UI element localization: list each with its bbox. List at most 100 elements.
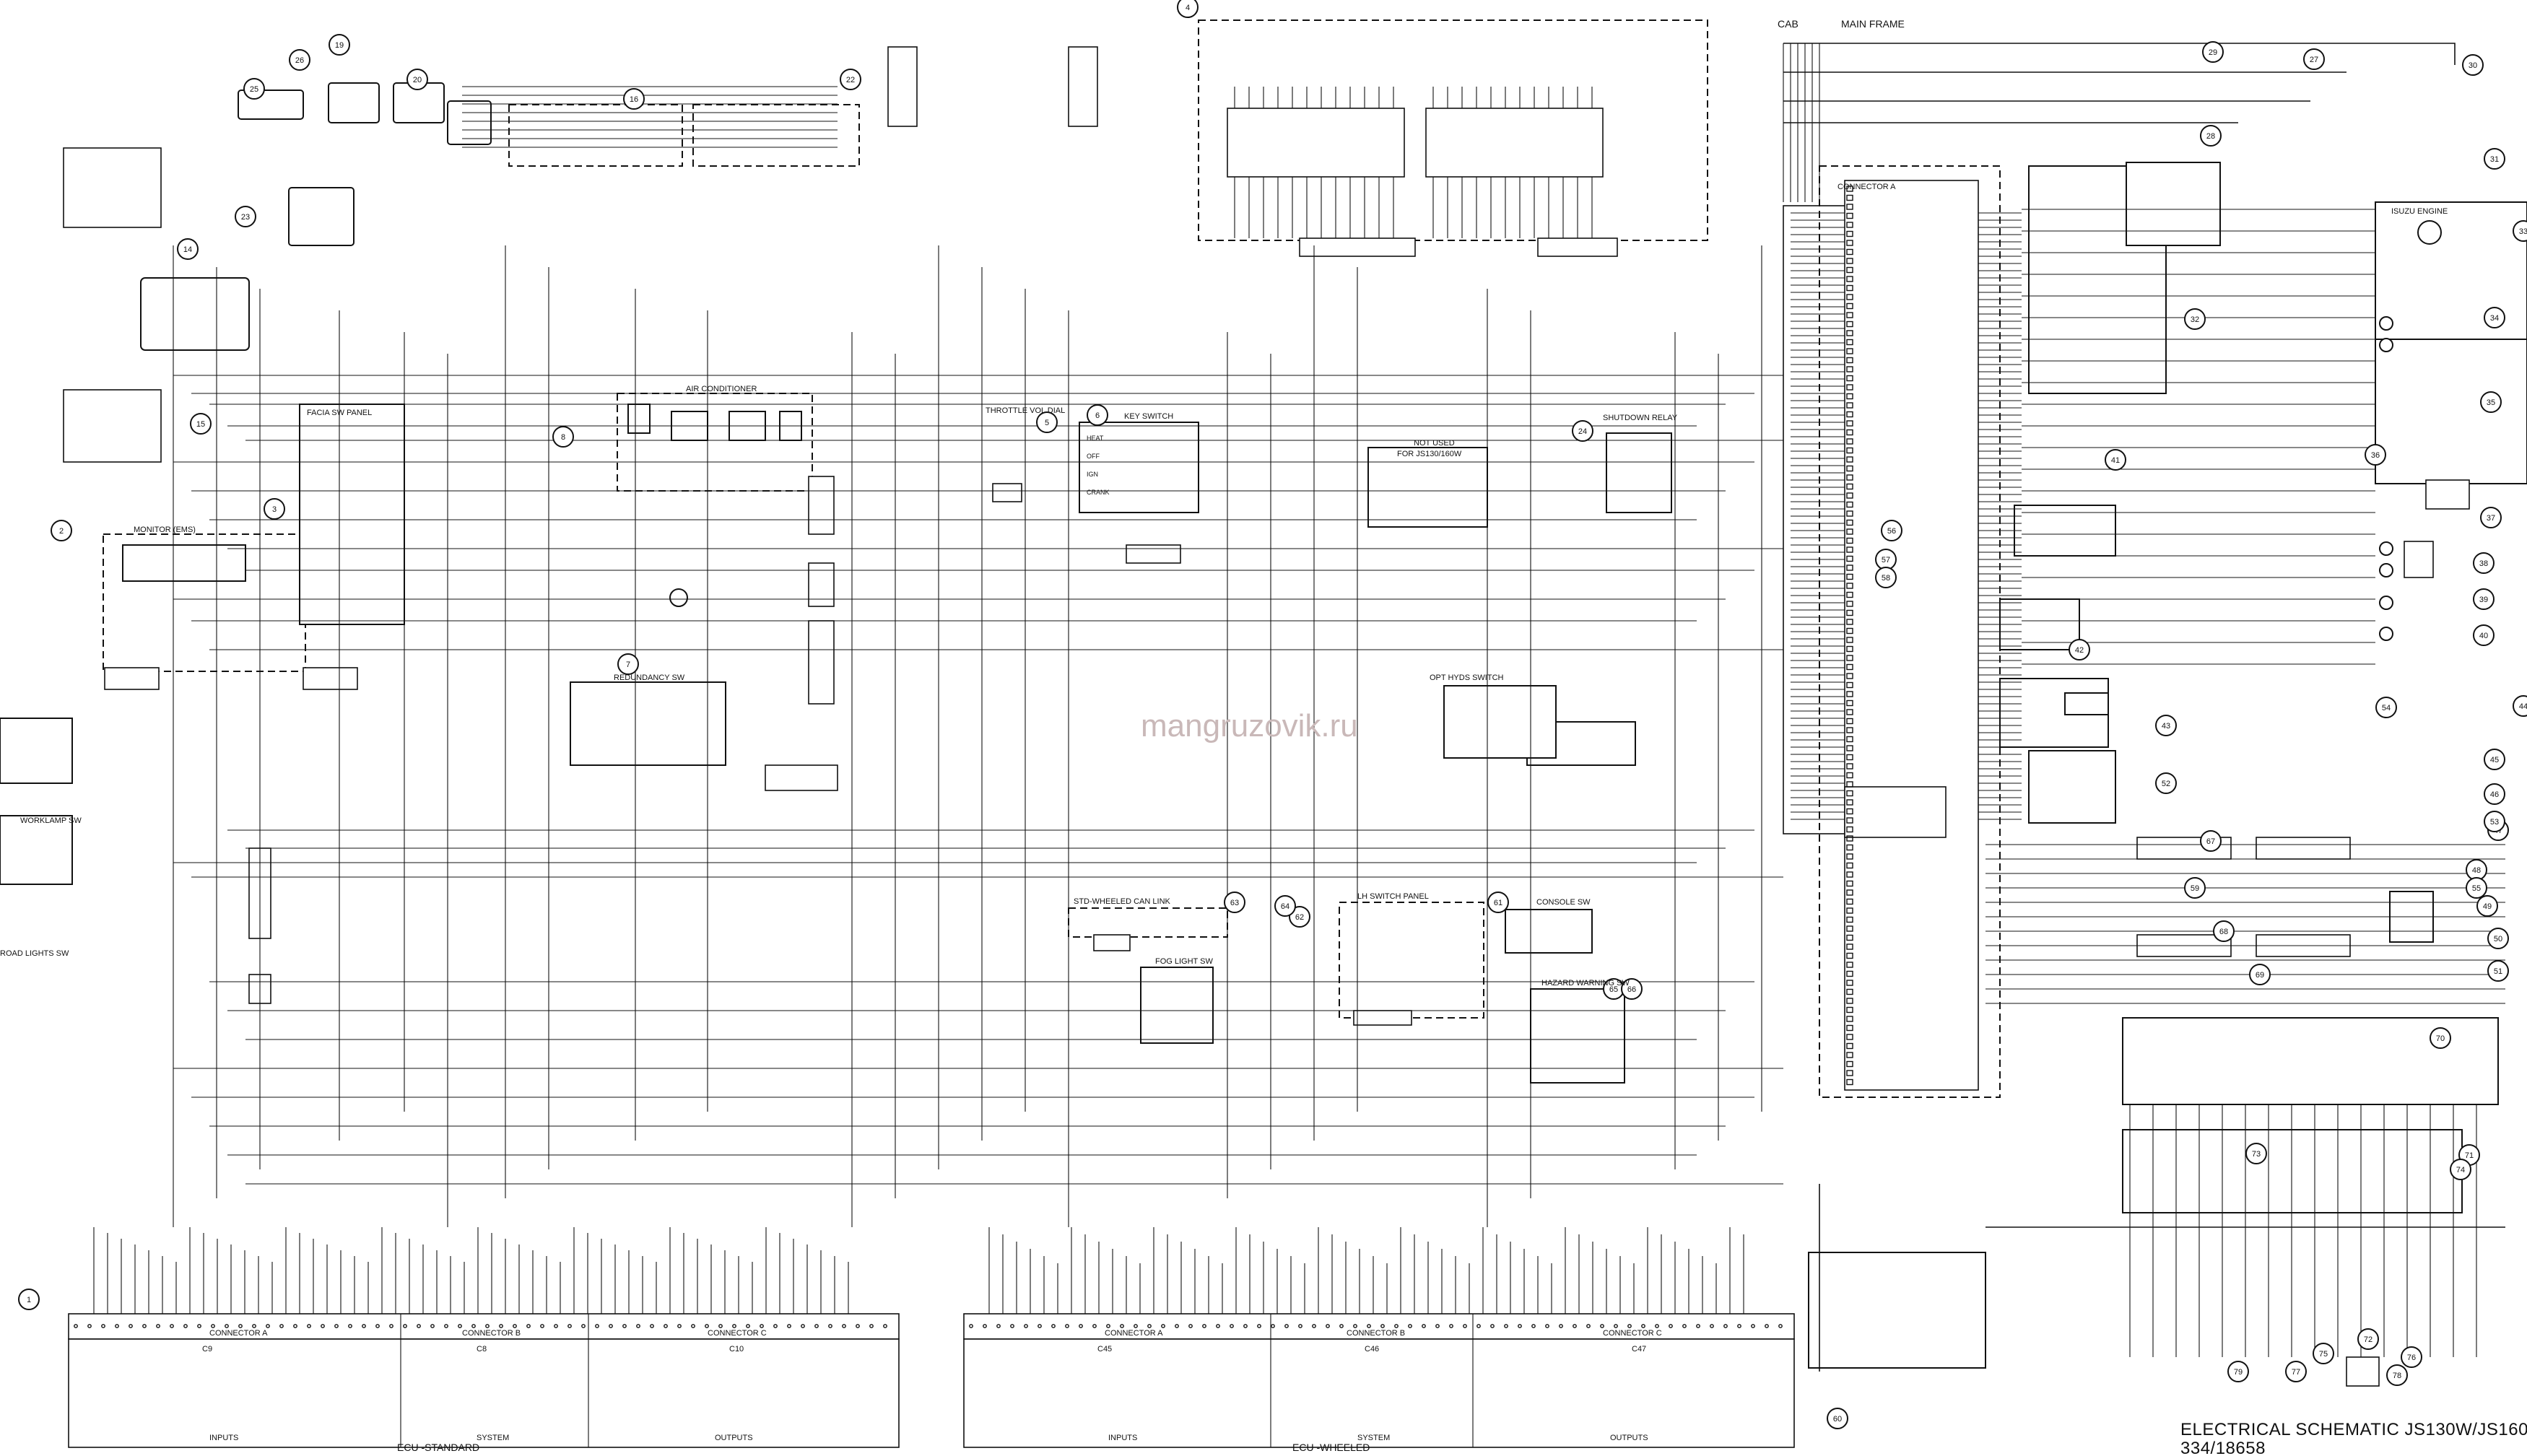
ecu-wh-id-c: C47	[1632, 1345, 1646, 1353]
svg-text:15: 15	[196, 420, 205, 429]
svg-text:50: 50	[2494, 935, 2502, 943]
svg-text:49: 49	[2483, 902, 2492, 911]
ecu-std-system: SYSTEM	[477, 1434, 509, 1442]
item-balloon: 73	[2245, 1143, 2267, 1164]
svg-text:26: 26	[295, 56, 304, 65]
svg-text:78: 78	[2393, 1372, 2401, 1380]
svg-text:62: 62	[1295, 913, 1304, 922]
item-balloon: 15	[190, 413, 212, 435]
item-balloon: 24	[1572, 420, 1593, 442]
svg-text:27: 27	[2310, 56, 2318, 64]
air-conditioner-label: AIR CONDITIONER	[686, 385, 757, 393]
isuzu-engine-label: ISUZU ENGINE	[2391, 207, 2448, 216]
svg-text:51: 51	[2494, 967, 2502, 976]
item-balloon: 16	[623, 88, 645, 110]
svg-text:36: 36	[2371, 451, 2380, 460]
svg-text:57: 57	[1882, 556, 1890, 564]
item-balloon: 43	[2155, 715, 2177, 736]
svg-text:8: 8	[561, 433, 565, 442]
item-balloon: 20	[406, 69, 428, 90]
not-used-label: NOT USED	[1414, 439, 1455, 448]
item-balloon: 36	[2365, 444, 2386, 466]
svg-text:24: 24	[1578, 427, 1587, 436]
ecu-standard-label: ECU -STANDARD	[397, 1442, 479, 1453]
redundancy-sw-block	[570, 681, 838, 791]
watermark: mangruzovik.ru	[1141, 708, 1358, 744]
item-balloon: 3	[264, 498, 285, 520]
item-balloon: 41	[2105, 449, 2126, 471]
svg-text:32: 32	[2191, 315, 2199, 324]
svg-text:4: 4	[1186, 4, 1190, 12]
svg-text:73: 73	[2252, 1150, 2261, 1159]
not-used-shutdown	[1367, 432, 1672, 766]
item-balloon: 79	[2227, 1361, 2249, 1382]
console-sw-label: CONSOLE SW	[1536, 898, 1591, 907]
item-balloon: 33	[2513, 220, 2527, 242]
svg-text:31: 31	[2490, 155, 2499, 164]
svg-text:44: 44	[2519, 702, 2527, 711]
svg-text:19: 19	[335, 41, 344, 50]
item-balloon: 72	[2357, 1328, 2379, 1350]
svg-text:35: 35	[2487, 398, 2495, 407]
svg-text:40: 40	[2479, 632, 2488, 640]
item-balloon: 45	[2484, 749, 2505, 770]
svg-text:23: 23	[241, 213, 250, 222]
ecu-wh-conn-b: CONNECTOR B	[1347, 1329, 1405, 1338]
monitor-and-facia	[103, 404, 405, 690]
ecu-wh-inputs: INPUTS	[1108, 1434, 1137, 1442]
svg-text:56: 56	[1887, 527, 1896, 536]
item-balloon: 67	[2200, 830, 2222, 852]
relay-box	[2028, 162, 2527, 484]
hazard-warning-label: HAZARD WARNING SW	[1541, 979, 1630, 988]
item-balloon: 22	[840, 69, 861, 90]
top-left-switch-group	[140, 82, 860, 351]
item-balloon: 1	[18, 1289, 40, 1310]
svg-text:58: 58	[1882, 574, 1890, 583]
item-balloon: 60	[1827, 1408, 1848, 1429]
fuse-box	[1198, 19, 1708, 257]
svg-text:71: 71	[2465, 1151, 2474, 1160]
item-balloon: 49	[2476, 895, 2498, 917]
drawing-number: 334/18658	[2180, 1439, 2266, 1456]
item-balloon: 25	[243, 78, 265, 100]
shutdown-relay-label: SHUTDOWN RELAY	[1603, 414, 1678, 422]
ecu-wh-system: SYSTEM	[1357, 1434, 1390, 1442]
lower-switch-panels	[1068, 902, 1625, 1084]
drawing-title: ELECTRICAL SCHEMATIC JS130W/JS160W	[2180, 1420, 2527, 1439]
svg-text:38: 38	[2479, 559, 2488, 568]
svg-text:28: 28	[2206, 132, 2215, 141]
item-balloon: 76	[2401, 1346, 2422, 1368]
item-balloon: 40	[2473, 624, 2495, 646]
svg-text:67: 67	[2206, 837, 2215, 846]
svg-text:65: 65	[1609, 985, 1618, 994]
item-balloon: 48	[2466, 859, 2487, 881]
svg-text:46: 46	[2490, 790, 2499, 799]
svg-text:61: 61	[1494, 899, 1502, 907]
ecu-wh-conn-c: CONNECTOR C	[1603, 1329, 1662, 1338]
svg-text:60: 60	[1833, 1415, 1842, 1424]
item-balloon: 2	[51, 520, 72, 541]
not-used-label-2: FOR JS130/160W	[1397, 450, 1462, 458]
item-balloon: 27	[2303, 48, 2325, 70]
svg-text:48: 48	[2472, 866, 2481, 875]
svg-text:25: 25	[250, 85, 258, 94]
key-pos-off: OFF	[1087, 453, 1100, 460]
svg-text:7: 7	[626, 661, 630, 669]
svg-text:55: 55	[2472, 884, 2481, 893]
svg-text:1: 1	[27, 1296, 31, 1304]
item-balloon: 4	[1177, 0, 1199, 18]
svg-text:14: 14	[183, 245, 192, 254]
item-balloon: 32	[2184, 308, 2206, 330]
can-link-label: STD-WHEELED CAN LINK	[1074, 897, 1171, 906]
item-balloon: 59	[2184, 877, 2206, 899]
svg-text:53: 53	[2490, 818, 2499, 827]
svg-text:34: 34	[2490, 314, 2499, 323]
svg-text:42: 42	[2075, 646, 2084, 655]
item-balloon: 26	[289, 49, 310, 71]
ecu-std-conn-a: CONNECTOR A	[209, 1329, 268, 1338]
earth-headers	[63, 46, 1098, 463]
svg-text:5: 5	[1045, 419, 1049, 427]
key-pos-crank: CRANK	[1087, 489, 1110, 496]
item-balloon: 55	[2466, 877, 2487, 899]
